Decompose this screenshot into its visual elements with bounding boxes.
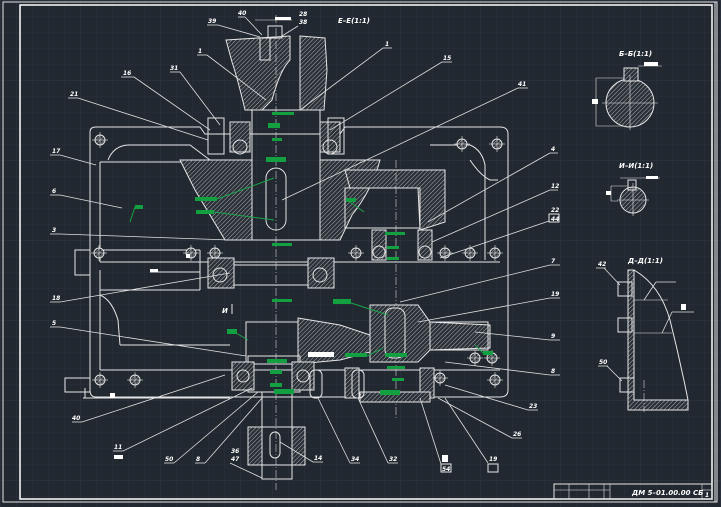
balloon-label: 18 bbox=[52, 295, 60, 302]
output-shaft-end bbox=[247, 391, 306, 480]
balloon-label: 4 bbox=[551, 146, 555, 153]
bolt-icon bbox=[454, 136, 470, 152]
balloon-label: 22 bbox=[551, 207, 559, 214]
section-b-title: Б–Б(1:1) bbox=[619, 50, 652, 58]
balloon-label: 7 bbox=[551, 258, 556, 265]
section-d-view: Д–Д(1:1) 42 50 bbox=[596, 257, 694, 412]
balloon-label: 36 bbox=[231, 448, 239, 455]
fit-label-box bbox=[196, 210, 214, 214]
balloon-label: 41 bbox=[518, 81, 526, 88]
intermediate-gear bbox=[344, 160, 446, 420]
gearbox-housing bbox=[64, 126, 509, 399]
section-i-view: И–И(1:1) bbox=[606, 162, 660, 216]
bolt-icon bbox=[127, 372, 143, 388]
balloon-label: 1 bbox=[198, 48, 202, 55]
main-section-title: Е–Е(1:1) bbox=[338, 17, 370, 25]
balloon-label: 1 bbox=[385, 41, 389, 48]
bolt-icon bbox=[487, 245, 503, 261]
bolt-icon bbox=[467, 350, 483, 366]
bolt-icon bbox=[92, 372, 108, 388]
fit-annotations bbox=[110, 112, 493, 462]
title-block: ДМ 5–01.00.00 СБ 1 bbox=[553, 483, 713, 500]
balloon-label: 50 bbox=[165, 456, 173, 463]
balloon-label: 15 bbox=[443, 55, 451, 62]
leader-lines: 16 31 21 17 6 3 18 5 40 11 50 8 39 40 28… bbox=[50, 10, 560, 479]
section-b-view: Б–Б(1:1) bbox=[592, 50, 662, 130]
balloon-label: 11 bbox=[114, 444, 122, 451]
balloon-label: 26 bbox=[513, 431, 521, 438]
balloon-label: 40 bbox=[238, 10, 246, 17]
bolt-icon bbox=[432, 370, 448, 386]
balloon-label: 44 bbox=[551, 216, 559, 223]
bolt-icon bbox=[348, 245, 364, 261]
section-d-balloon: 50 bbox=[599, 359, 607, 366]
balloon-label: 9 bbox=[551, 333, 555, 340]
balloon-label: 32 bbox=[389, 456, 397, 463]
balloon-label: 19 bbox=[489, 456, 497, 463]
balloon-label: 3 bbox=[52, 227, 56, 234]
balloon-label: 8 bbox=[551, 368, 555, 375]
balloon-label: 8 bbox=[196, 456, 200, 463]
balloon-label: 47 bbox=[231, 456, 240, 463]
bolt-icon bbox=[91, 245, 107, 261]
section-d-title: Д–Д(1:1) bbox=[627, 257, 663, 265]
sheet-inner-frame bbox=[19, 4, 713, 500]
balloon-label: 14 bbox=[314, 455, 322, 462]
view-marker: И bbox=[222, 307, 228, 315]
fit-label-box bbox=[195, 197, 217, 201]
section-d-balloon: 42 bbox=[598, 261, 606, 268]
balloon-label: 34 bbox=[351, 456, 359, 463]
title-block-sheet: 1 bbox=[705, 492, 709, 499]
balloon-label: 28 bbox=[299, 11, 307, 18]
balloon-label: 40 bbox=[72, 415, 80, 422]
balloon-label: 5 bbox=[52, 320, 56, 327]
output-gear bbox=[231, 304, 491, 403]
balloon-label: 6 bbox=[52, 188, 56, 195]
title-block-designation: ДМ 5–01.00.00 СБ bbox=[631, 489, 703, 497]
balloon-label: 19 bbox=[551, 291, 559, 298]
balloon-label: 12 bbox=[551, 183, 559, 190]
balloon-label: 54 bbox=[442, 466, 450, 473]
balloon-label: 23 bbox=[529, 403, 537, 410]
balloon-label: 16 bbox=[123, 70, 131, 77]
balloon-label: 38 bbox=[299, 19, 307, 26]
bolt-icon bbox=[487, 372, 503, 388]
balloon-label: 17 bbox=[52, 148, 61, 155]
balloon-label: 31 bbox=[170, 65, 178, 72]
balloon-label: 21 bbox=[70, 91, 78, 98]
bolt-icon bbox=[489, 136, 505, 152]
bolt-icon bbox=[92, 132, 108, 148]
section-i-title: И–И(1:1) bbox=[619, 162, 653, 170]
balloon-label: 39 bbox=[208, 18, 216, 25]
